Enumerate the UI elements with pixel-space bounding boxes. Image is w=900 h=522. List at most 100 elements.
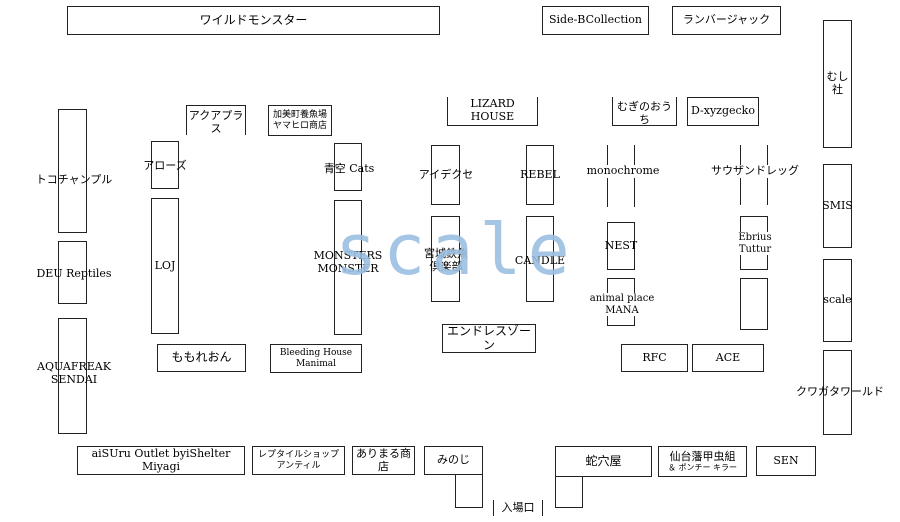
booth-arimaru: ありまる商店 [352, 446, 415, 475]
booth-animal-place-label: animal place MANA [585, 293, 659, 316]
booth-miyagi-label: 宮城鉄魚 倶楽部 [408, 247, 484, 273]
booth-label: aiSUru Outlet byiShelter Miyagi [91, 446, 231, 473]
divider [555, 476, 556, 507]
booth-monsters [334, 200, 362, 335]
booth-aozora-label: 青空 Cats [323, 162, 375, 175]
booth-label: エンドレスゾーン [446, 323, 531, 352]
divider [582, 476, 583, 508]
booth-label: ありまる商店 [356, 446, 411, 473]
booth-label: Tuttur [738, 243, 772, 255]
booth-aqua-plus: アクアプラス [186, 105, 246, 135]
booth-label: REBEL [520, 167, 560, 181]
booth-label: SEN [773, 453, 799, 467]
booth-label: Side-BCollection [548, 13, 642, 27]
booth-wild-monster: ワイルドモンスター [67, 6, 440, 35]
booth-aisuru: aiSUru Outlet byiShelter Miyagi [77, 446, 245, 475]
booth-label: ランバージャック [682, 13, 771, 27]
booth-arrows-label: アローズ [143, 159, 187, 172]
booth-label: scale [823, 293, 852, 307]
booth-jaketsuya: 蛇穴屋 [555, 446, 652, 477]
booth-scale: scale [823, 259, 852, 342]
divider [455, 475, 456, 507]
divider [555, 507, 583, 508]
booth-momore: ももれおん [157, 344, 246, 372]
entrance-marker-left [493, 500, 494, 516]
booth-label: MANA [605, 304, 639, 316]
booth-mushi: むし社 [823, 20, 852, 148]
booth-mrgr [740, 278, 768, 330]
booth-label: RFC [642, 350, 667, 364]
booth-label: LOJ [154, 258, 176, 272]
booth-aquafreak [58, 318, 87, 434]
booth-lizard-house: LIZARD HOUSE [447, 97, 538, 126]
booth-sauzand-label: サウザンドレッグ [708, 164, 802, 178]
booth-label: Bleeding House [279, 348, 353, 359]
booth-label: Ebrius [738, 232, 772, 243]
booth-leptile: レプタイルショップ アンティル [252, 446, 345, 475]
booth-kamicho-yamahiro: 加美町養魚場 ヤマヒロ商店 [268, 105, 332, 136]
booth-label: 宮城鉄魚 [424, 247, 468, 260]
divider [482, 475, 483, 508]
entrance-marker-right [542, 500, 543, 516]
booth-deu-label: DEU Reptiles [36, 267, 112, 280]
booth-endless-zone: エンドレスゾーン [442, 324, 536, 353]
booth-label: D-xyzgecko [691, 104, 755, 118]
booth-candle-label: CANDLE [514, 254, 566, 267]
booth-bleeding-house: Bleeding House Manimal [270, 344, 362, 373]
booth-label: みのじ [437, 453, 470, 467]
booth-label: ヤマヒロ商店 [272, 120, 327, 131]
booth-label: むぎのおうち [617, 100, 672, 126]
booth-monsters-label: MONSTERS MONSTER [308, 249, 388, 275]
divider [455, 507, 483, 508]
booth-aidekuse-label: アイデクセ [418, 168, 474, 181]
booth-label: アンティル [276, 460, 321, 471]
booth-ace: ACE [692, 344, 764, 372]
booth-label: Manimal [295, 358, 337, 369]
booth-label: ＆ ポンチー キラー [667, 463, 738, 473]
booth-monochrome-label: monochrome [585, 164, 661, 178]
booth-label: レプタイルショップ [257, 450, 339, 461]
booth-label: ももれおん [171, 350, 232, 365]
booth-label: むし社 [826, 70, 849, 96]
booth-label: ACE [715, 350, 741, 364]
booth-kuwagata-world-label: クワガタワールド [796, 385, 884, 398]
booth-aquafreak-label: AQUAFREAK SENDAI [30, 360, 118, 386]
booth-rebel: REBEL [520, 145, 560, 205]
booth-label: LIZARD HOUSE [470, 97, 515, 123]
booth-aidekuse [431, 145, 460, 205]
booth-sen: SEN [756, 446, 816, 476]
booth-loj: LOJ [151, 198, 179, 334]
booth-label: SENDAI [50, 372, 98, 386]
booth-label: 仙台藩甲虫組 [669, 449, 736, 463]
booth-label: NEST [604, 238, 638, 252]
booth-toko-label: トコチャンプル [35, 173, 113, 186]
booth-label: 加美町養魚場 [272, 110, 327, 121]
booth-d-xyzgecko: D-xyzgecko [687, 97, 759, 126]
booth-side-b-collection: Side-BCollection [542, 6, 649, 35]
booth-sendai-kochu: 仙台藩甲虫組 ＆ ポンチー キラー [658, 446, 747, 477]
booth-label: AQUAFREAK [37, 360, 111, 373]
booth-toko [58, 109, 87, 233]
booth-kuwagata-world [823, 350, 852, 435]
booth-deu [58, 241, 87, 304]
booth-smis: SMIS [822, 164, 853, 248]
booth-label: 蛇穴屋 [585, 453, 622, 468]
booth-label: MONSTERS [313, 249, 383, 262]
booth-mugi: むぎのおうち [612, 97, 677, 126]
entrance-label: 入場口 [501, 501, 535, 514]
booth-minoji: みのじ [424, 446, 483, 475]
booth-candle [526, 216, 554, 302]
booth-label: 倶楽部 [429, 259, 463, 273]
booth-miyagi [431, 216, 460, 302]
booth-label: animal place [589, 293, 655, 304]
booth-label: SMIS [822, 198, 853, 212]
booth-label: MONSTER [317, 261, 379, 275]
booth-label: アクアプラス [188, 108, 244, 135]
booth-aozora [334, 143, 362, 191]
booth-lamber-jack: ランバージャック [672, 6, 781, 35]
booth-label: ワイルドモンスター [199, 12, 308, 27]
booth-rfc: RFC [621, 344, 688, 372]
booth-nest: NEST [604, 222, 638, 270]
booth-arrows [151, 141, 179, 189]
booth-ebrius-label: Ebrius Tuttur [728, 232, 782, 255]
